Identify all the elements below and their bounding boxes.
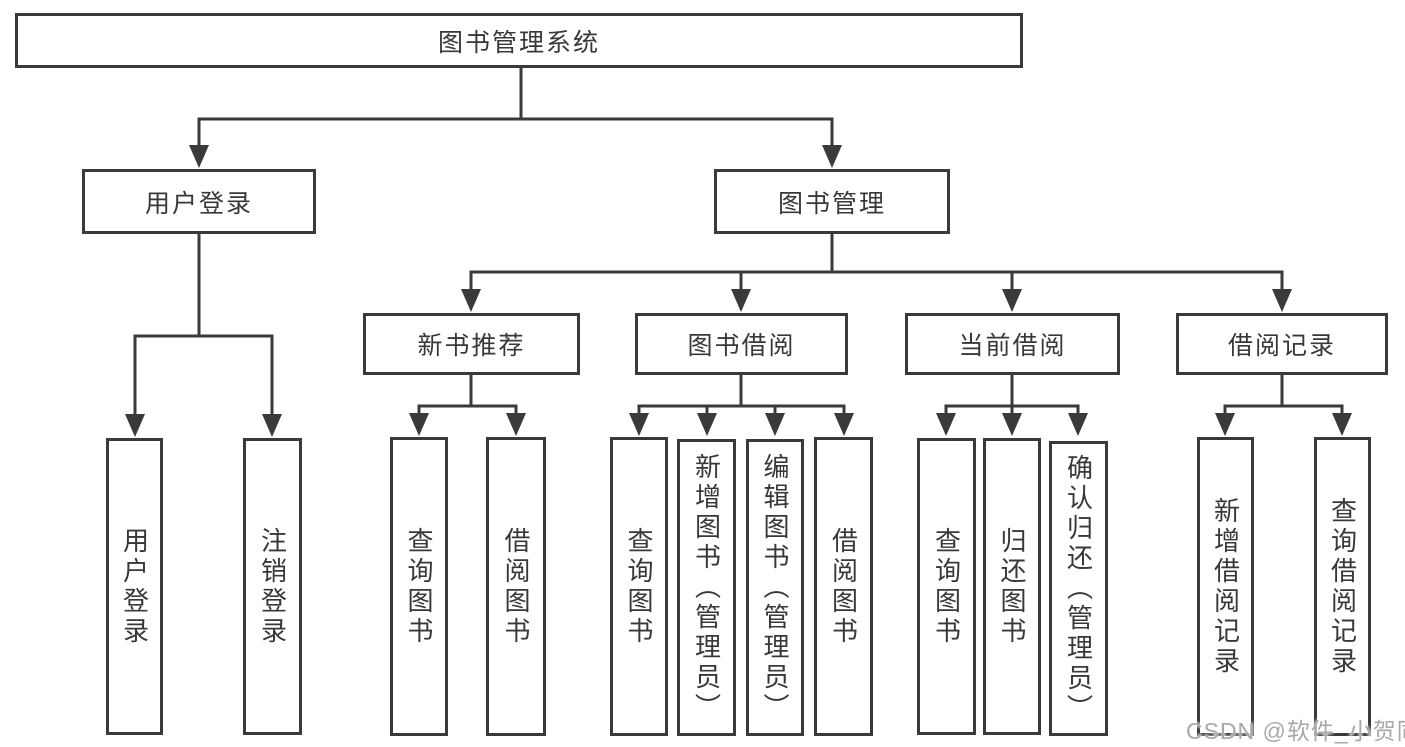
node-bb-borrow-books: 借阅图书 xyxy=(814,437,873,736)
node-bb-edit-books-admin: 编辑图书（管理员） xyxy=(746,439,804,736)
node-bb-add-books-admin: 新增图书（管理员） xyxy=(677,439,736,736)
node-label: 新增借阅记录 xyxy=(1210,496,1241,677)
node-nbr-borrow-books: 借阅图书 xyxy=(486,437,546,736)
node-book-borrowing: 图书借阅 xyxy=(635,313,848,375)
node-label: 确认归还（管理员） xyxy=(1063,453,1094,724)
node-label: 归还图书 xyxy=(997,526,1027,647)
node-user-login-group: 用户登录 xyxy=(82,169,316,234)
node-label: 查询图书 xyxy=(931,526,962,647)
node-logout: 注销登录 xyxy=(243,438,302,735)
node-library-system: 图书管理系统 xyxy=(15,13,1023,68)
node-nbr-query-books: 查询图书 xyxy=(390,437,448,736)
node-label: 用户登录 xyxy=(119,526,150,647)
node-borrowing-records: 借阅记录 xyxy=(1176,313,1388,375)
node-cb-query-books: 查询图书 xyxy=(917,438,976,735)
node-label: 查询借阅记录 xyxy=(1327,496,1358,677)
node-br-add-record: 新增借阅记录 xyxy=(1197,437,1254,736)
node-label: 注销登录 xyxy=(257,526,288,647)
node-br-query-record: 查询借阅记录 xyxy=(1314,437,1371,736)
watermark: CSDN @软件_小贺同学 xyxy=(1186,718,1405,744)
node-book-management: 图书管理 xyxy=(714,169,950,234)
node-label: 查询图书 xyxy=(404,526,434,647)
node-new-book-recommend: 新书推荐 xyxy=(363,313,580,375)
node-current-borrowing: 当前借阅 xyxy=(905,313,1120,375)
node-label: 新增图书（管理员） xyxy=(691,452,722,723)
node-label: 借阅图书 xyxy=(828,526,859,647)
node-user-login: 用户登录 xyxy=(106,438,163,735)
node-label: 编辑图书（管理员） xyxy=(760,452,790,723)
node-cb-confirm-return-admin: 确认归还（管理员） xyxy=(1049,441,1108,736)
node-cb-return-books: 归还图书 xyxy=(983,438,1041,735)
node-label: 查询图书 xyxy=(624,526,654,647)
node-bb-query-books: 查询图书 xyxy=(610,437,668,736)
node-label: 借阅图书 xyxy=(501,526,531,647)
